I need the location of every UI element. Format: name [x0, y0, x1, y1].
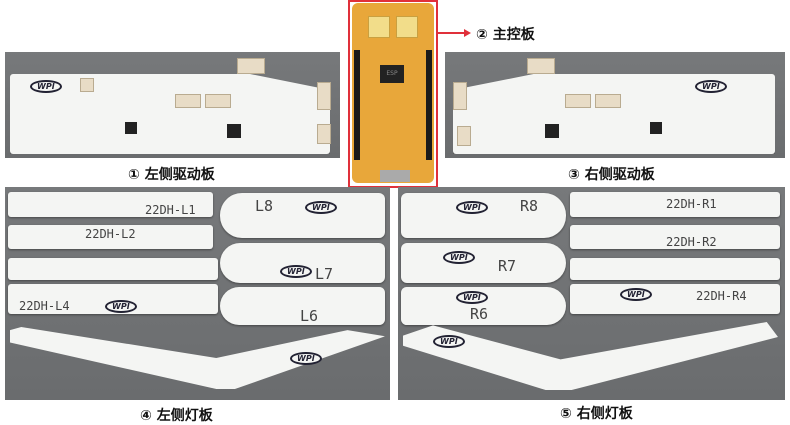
main-control-board	[352, 3, 434, 183]
connector	[595, 94, 621, 108]
connector	[317, 82, 331, 110]
connector	[205, 94, 231, 108]
antenna-pad	[368, 16, 390, 38]
label-22dh-l4: 22DH-L4	[19, 299, 70, 313]
label-r8: R8	[520, 197, 539, 215]
label-22dh-r1: 22DH-R1	[666, 197, 717, 211]
light-board-r3	[570, 258, 780, 280]
wpi-logo: WPI	[433, 335, 465, 348]
light-board-l6	[220, 287, 385, 325]
left-driver-board	[10, 74, 330, 154]
caption-left-light: ④ 左侧灯板	[140, 408, 213, 424]
light-board-l8	[220, 193, 385, 238]
connector	[317, 124, 331, 144]
arrow	[438, 32, 466, 34]
wpi-logo: WPI	[290, 352, 322, 365]
light-board-l3	[8, 258, 218, 280]
label-22dh-r2: 22DH-R2	[666, 235, 717, 249]
caption-main-board: ② 主控板	[476, 27, 535, 43]
connector	[457, 126, 471, 146]
light-board-l5-curved	[10, 327, 385, 389]
pin-header	[426, 50, 432, 160]
light-board-r7	[401, 243, 566, 283]
label-l6: L6	[300, 307, 319, 325]
right-driver-board	[453, 74, 775, 154]
connector	[565, 94, 591, 108]
label-l7: L7	[315, 265, 334, 283]
antenna-pad	[396, 16, 418, 38]
light-board-r2	[570, 225, 780, 249]
light-board-r4	[570, 284, 780, 314]
left-driver-board-photo: WPI	[5, 52, 340, 158]
wpi-logo: WPI	[456, 201, 488, 214]
label-r6: R6	[470, 305, 489, 323]
caption-right-light: ⑤ 右侧灯板	[560, 406, 633, 422]
light-board-r1	[570, 192, 780, 217]
main-board-frame	[348, 0, 438, 188]
light-board-l1	[8, 192, 213, 217]
label-22dh-l1: 22DH-L1	[145, 203, 196, 217]
pin-header	[354, 50, 360, 160]
connector	[527, 58, 555, 74]
wpi-logo: WPI	[105, 300, 137, 313]
wpi-logo: WPI	[456, 291, 488, 304]
chip	[125, 122, 137, 134]
connector	[237, 58, 265, 74]
wpi-logo: WPI	[695, 80, 727, 93]
bottom-pins	[380, 170, 410, 182]
caption-right-driver: ③ 右侧驱动板	[568, 167, 655, 183]
right-light-board-photo: R8 R7 R6 WPI WPI WPI 22DH-R1 22DH-R2 22D…	[398, 187, 785, 400]
chip	[650, 122, 662, 134]
right-driver-board-photo: WPI	[445, 52, 785, 158]
left-light-board-photo: 22DH-L1 22DH-L2 22DH-L4 L8 L7 L6 WPI WPI…	[5, 187, 390, 400]
label-r7: R7	[498, 257, 517, 275]
wpi-logo: WPI	[280, 265, 312, 278]
light-board-r5-curved	[403, 322, 778, 390]
light-board-l2	[8, 225, 213, 249]
connector	[80, 78, 94, 92]
wpi-logo: WPI	[305, 201, 337, 214]
connector	[175, 94, 201, 108]
caption-left-driver: ① 左侧驱动板	[128, 167, 215, 183]
wpi-logo: WPI	[30, 80, 62, 93]
wpi-logo: WPI	[443, 251, 475, 264]
chip	[545, 124, 559, 138]
arrow-head	[464, 29, 471, 37]
connector	[453, 82, 467, 110]
label-l8: L8	[255, 197, 274, 215]
wpi-logo: WPI	[620, 288, 652, 301]
chip	[227, 124, 241, 138]
label-22dh-r4: 22DH-R4	[696, 289, 747, 303]
main-chip: ESP	[380, 65, 404, 83]
light-board-r8	[401, 193, 566, 238]
label-22dh-l2: 22DH-L2	[85, 227, 136, 241]
